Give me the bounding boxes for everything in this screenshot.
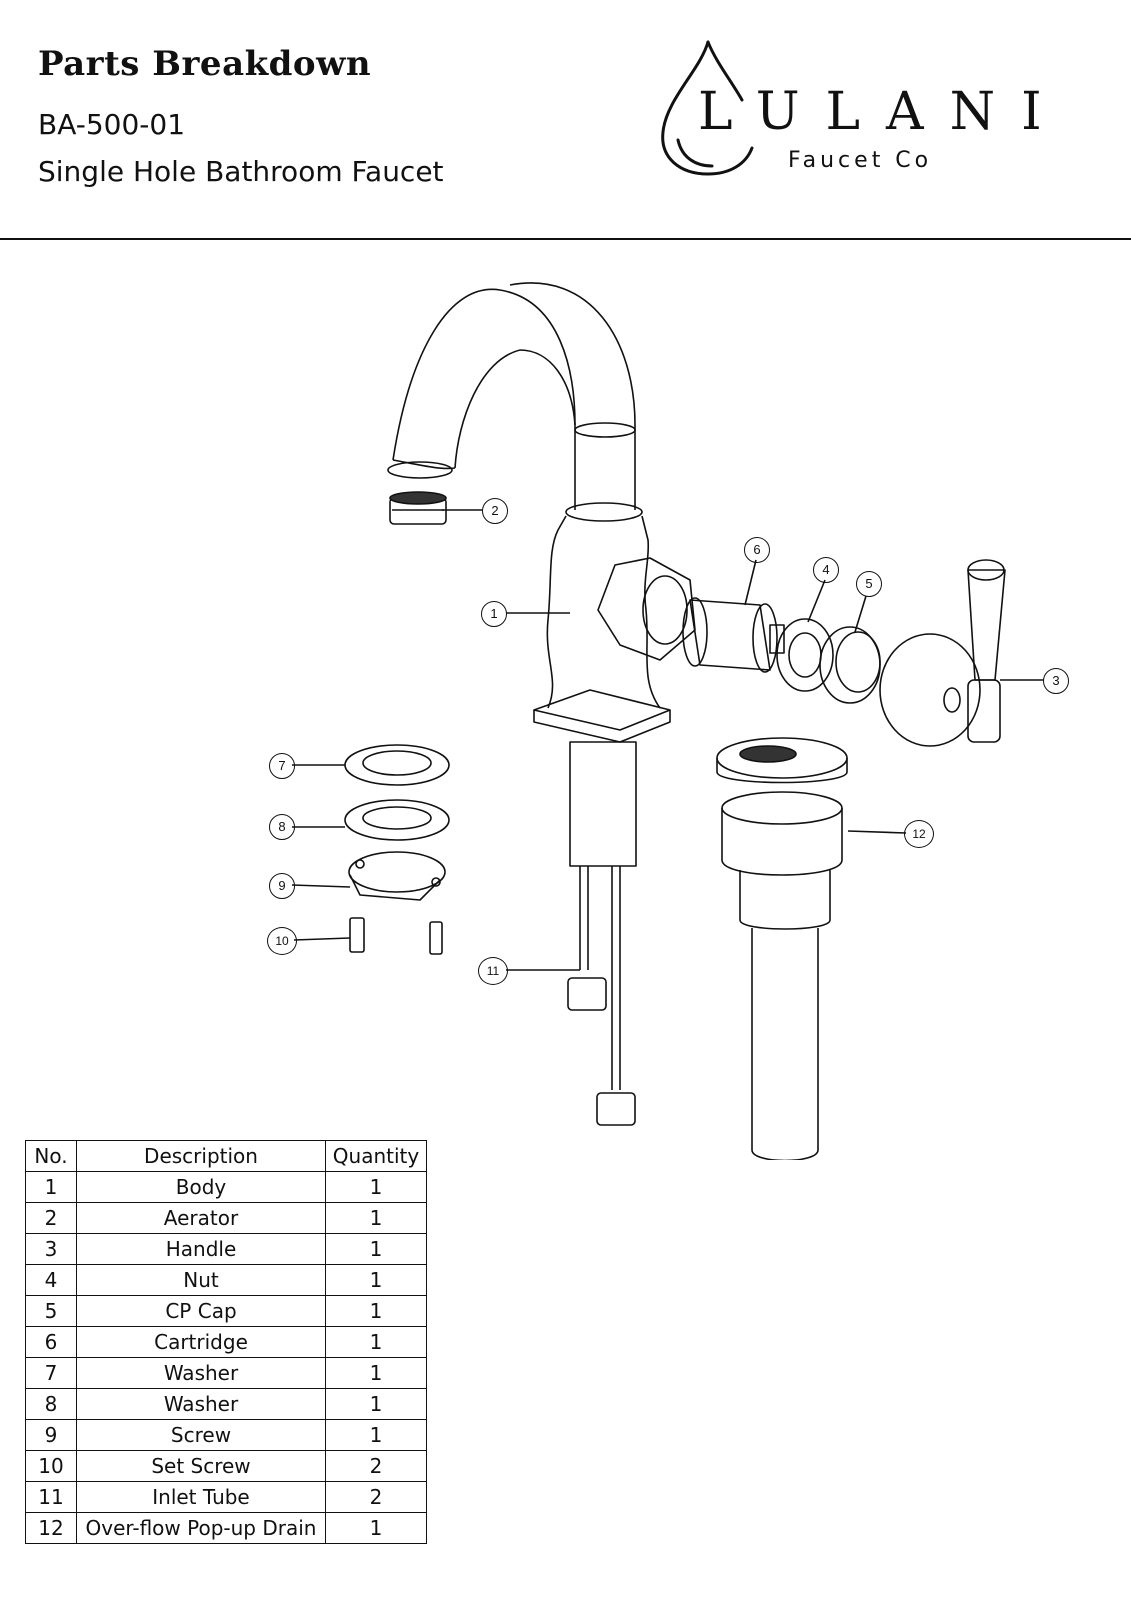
faucet-body-part: [533, 502, 671, 867]
cartridge-part: [682, 597, 785, 673]
cell-quantity: 1: [325, 1202, 427, 1234]
callout-bubble-10: 10: [267, 927, 297, 955]
callout-bubble-3: 3: [1043, 668, 1069, 694]
cell-description: Nut: [76, 1264, 326, 1296]
callout-bubble-9: 9: [269, 873, 295, 899]
callout-bubble-11: 11: [478, 957, 508, 985]
cell-no: 1: [25, 1171, 77, 1203]
brand-wordmark: LULANI: [698, 82, 1068, 142]
cell-no: 10: [25, 1450, 77, 1482]
cell-quantity: 1: [325, 1233, 427, 1265]
faucet-spout: [387, 282, 636, 510]
table-header-row: No. Description Quantity: [25, 1140, 427, 1172]
valve-housing: [597, 557, 696, 661]
cell-description: Washer: [76, 1388, 326, 1420]
column-header-no: No.: [25, 1140, 77, 1172]
brand-logo-graphic: [660, 40, 1060, 190]
cell-description: Over-flow Pop-up Drain: [76, 1512, 326, 1544]
cell-description: Washer: [76, 1357, 326, 1389]
cell-description: Body: [76, 1171, 326, 1203]
cell-no: 3: [25, 1233, 77, 1265]
cell-no: 2: [25, 1202, 77, 1234]
washer-8-part: [344, 799, 450, 841]
cell-no: 8: [25, 1388, 77, 1420]
callout-bubble-7: 7: [269, 753, 295, 779]
product-name: Single Hole Bathroom Faucet: [38, 155, 444, 188]
cell-quantity: 1: [325, 1388, 427, 1420]
handle-part: [879, 559, 1006, 747]
cell-description: Handle: [76, 1233, 326, 1265]
page-title: Parts Breakdown: [38, 44, 372, 84]
inlet-tube-part: [567, 866, 636, 1126]
cell-description: Aerator: [76, 1202, 326, 1234]
callout-bubble-1: 1: [481, 601, 507, 627]
callout-bubble-6: 6: [744, 537, 770, 563]
cell-description: CP Cap: [76, 1295, 326, 1327]
cell-quantity: 2: [325, 1481, 427, 1513]
cell-no: 12: [25, 1512, 77, 1544]
cell-quantity: 1: [325, 1171, 427, 1203]
cell-quantity: 2: [325, 1450, 427, 1482]
cell-no: 7: [25, 1357, 77, 1389]
cell-no: 6: [25, 1326, 77, 1358]
popup-drain-part: [716, 737, 848, 1162]
cell-description: Set Screw: [76, 1450, 326, 1482]
brand-tagline: Faucet Co: [788, 148, 933, 173]
cell-quantity: 1: [325, 1419, 427, 1451]
aerator-part: [389, 491, 447, 525]
cell-quantity: 1: [325, 1295, 427, 1327]
washer-7-part: [344, 744, 450, 786]
cell-quantity: 1: [325, 1264, 427, 1296]
cell-description: Inlet Tube: [76, 1481, 326, 1513]
cell-quantity: 1: [325, 1326, 427, 1358]
set-screw-10-parts: [349, 917, 443, 955]
callout-bubble-12: 12: [904, 820, 934, 848]
cell-no: 11: [25, 1481, 77, 1513]
callout-leaders: [291, 509, 1044, 971]
cell-no: 5: [25, 1295, 77, 1327]
cell-no: 9: [25, 1419, 77, 1451]
column-header-description: Description: [76, 1140, 326, 1172]
exploded-parts-diagram: [0, 260, 1131, 1162]
cp-cap-part: [819, 626, 881, 704]
cell-description: Cartridge: [76, 1326, 326, 1358]
header-divider: [0, 238, 1131, 240]
cell-no: 4: [25, 1264, 77, 1296]
cell-quantity: 1: [325, 1357, 427, 1389]
callout-bubble-2: 2: [482, 498, 508, 524]
screw-plate-9-part: [348, 851, 446, 901]
model-number: BA-500-01: [38, 108, 186, 141]
column-header-quantity: Quantity: [325, 1140, 427, 1172]
nut-part: [776, 618, 834, 692]
callout-bubble-8: 8: [269, 814, 295, 840]
cell-description: Screw: [76, 1419, 326, 1451]
cell-quantity: 1: [325, 1512, 427, 1544]
callout-bubble-5: 5: [856, 571, 882, 597]
callout-bubble-4: 4: [813, 557, 839, 583]
